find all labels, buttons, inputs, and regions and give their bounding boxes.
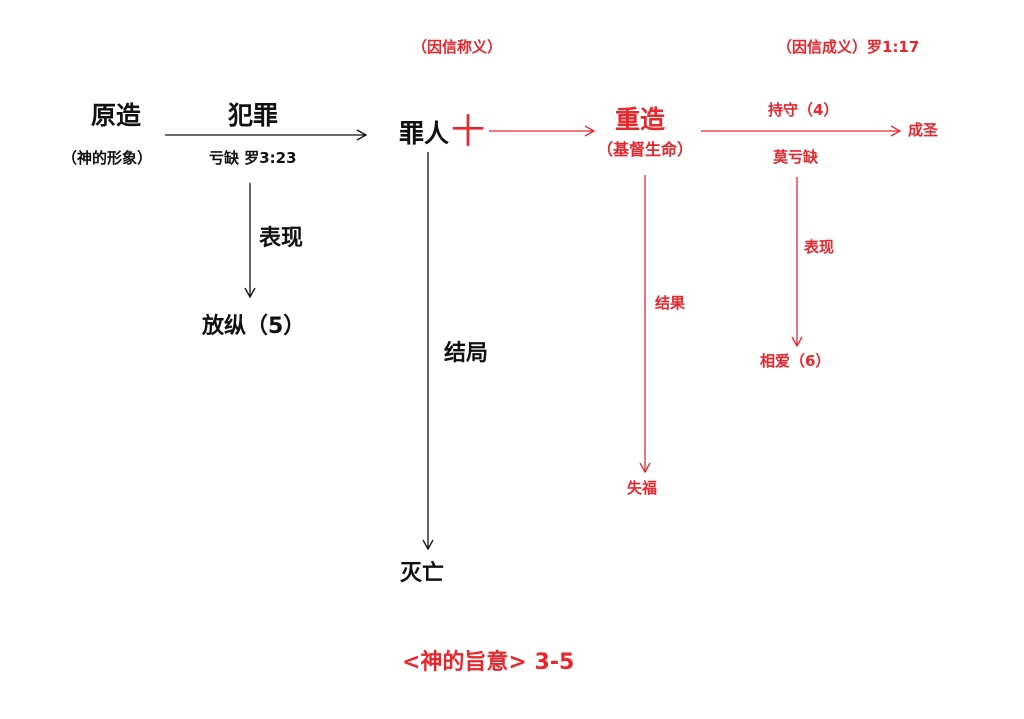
footer-title: <神的旨意> 3-5: [402, 650, 575, 675]
label-justified-by-faith: （因信称义）: [412, 38, 503, 56]
label-sanctified-by-faith: （因信成义）罗1:17: [777, 38, 920, 56]
node-christ-life: （基督生命）: [597, 140, 694, 159]
node-love-one-another: 相爱（6）: [760, 352, 831, 370]
node-sinner: 罪人: [399, 119, 450, 148]
label-outcome-left: 结局: [444, 341, 489, 366]
cross-icon: 十: [451, 112, 485, 152]
node-recreation: 重造: [615, 105, 666, 134]
label-no-fall-short: 莫亏缺: [773, 148, 819, 166]
node-sin: 犯罪: [228, 101, 279, 130]
label-manifest-right: 表现: [804, 238, 835, 256]
node-creation: 原造: [91, 101, 142, 130]
label-manifest-left: 表现: [259, 226, 304, 251]
node-indulgence: 放纵（5）: [202, 314, 306, 339]
label-outcome-right: 结果: [655, 294, 686, 312]
node-fall-short: 亏缺 罗3:23: [209, 149, 297, 167]
node-holiness: 成圣: [908, 121, 939, 139]
node-destruction: 灭亡: [400, 561, 445, 586]
node-image-of-god: （神的形象）: [62, 149, 153, 167]
node-lose-blessing: 失福: [627, 479, 658, 497]
label-keep: 持守（4）: [768, 101, 839, 119]
